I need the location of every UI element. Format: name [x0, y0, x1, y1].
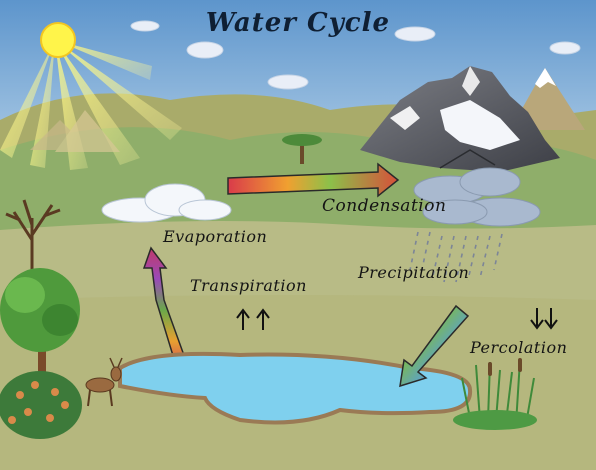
- condensation-arrow: [227, 162, 400, 198]
- evaporation-arrow: [142, 246, 192, 373]
- pond: [118, 351, 473, 425]
- label-transpiration: Transpiration: [190, 276, 307, 295]
- rain-cloud-icon: [413, 167, 541, 227]
- pyramids: [30, 110, 120, 152]
- rain-icon: [409, 231, 503, 283]
- label-evaporation: Evaporation: [163, 227, 268, 246]
- diagram-title: Water Cycle: [205, 8, 391, 38]
- tree-icon: [282, 134, 322, 164]
- cloud-icon: [130, 20, 581, 90]
- bush-icon: [0, 371, 82, 439]
- down-arrows-icon: [530, 308, 558, 330]
- label-precipitation: Precipitation: [358, 263, 470, 282]
- cloud-icon-left: [101, 183, 232, 223]
- bare-tree-icon: [5, 199, 61, 275]
- label-percolation: Percolation: [470, 338, 568, 357]
- reeds-icon: [453, 358, 537, 430]
- deer-icon: [85, 357, 123, 407]
- precipitation-arrow: [399, 304, 470, 388]
- mountain-icon: [360, 66, 560, 172]
- sun-icon: [40, 22, 76, 58]
- up-arrows-icon: [236, 308, 270, 330]
- green-tree-icon: [0, 268, 80, 425]
- label-condensation: Condensation: [322, 196, 447, 216]
